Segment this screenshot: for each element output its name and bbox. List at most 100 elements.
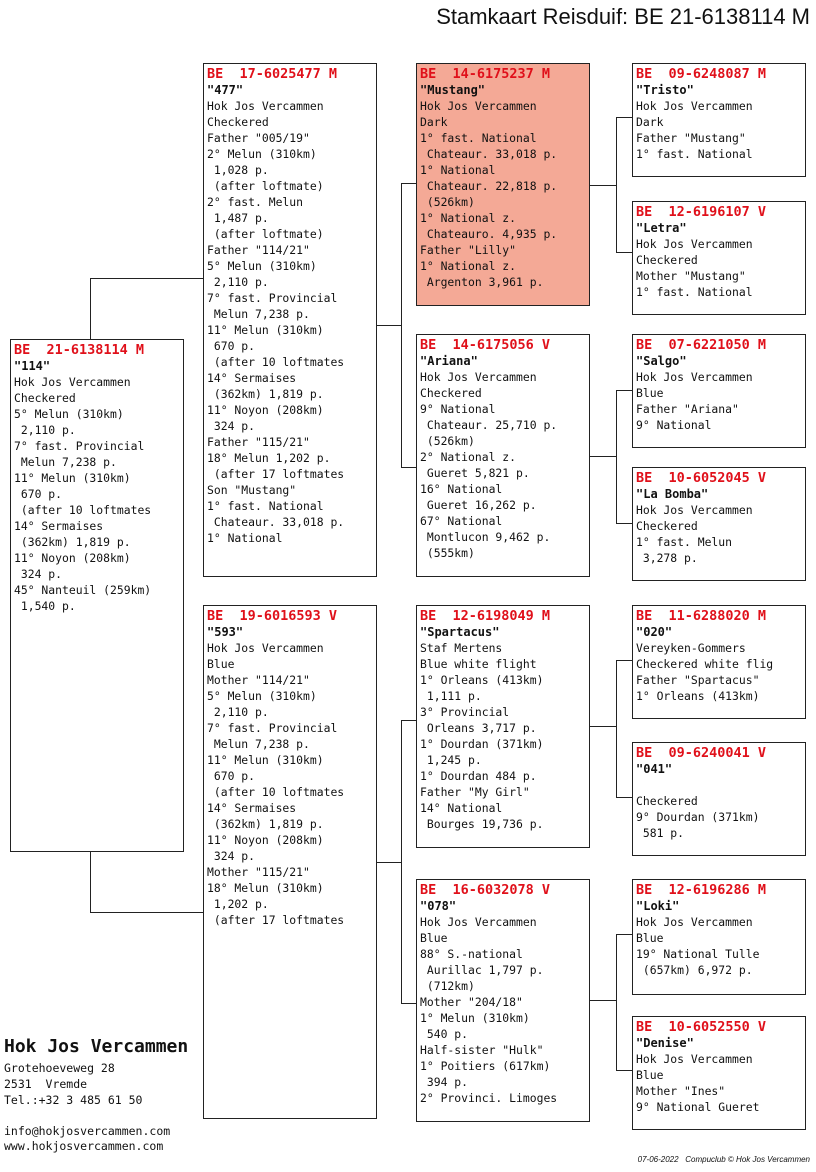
pigeon-name: "Ariana" <box>420 354 478 368</box>
detail-line: 1° Dourdan (371km) <box>420 737 544 751</box>
detail-line: Checkered <box>14 391 76 405</box>
detail-line: Blue <box>636 1068 664 1082</box>
detail-line: Father "My Girl" <box>420 785 530 799</box>
detail-line: Staf Mertens <box>420 641 503 655</box>
detail-line: 1° fast. National <box>420 131 537 145</box>
connector <box>90 851 91 913</box>
detail-line: Hok Jos Vercammen <box>636 370 753 384</box>
pigeon-card-mmm: BE 10-6052550 V"Denise"Hok Jos Vercammen… <box>632 1016 806 1130</box>
connector <box>616 117 632 118</box>
owner-email[interactable]: info@hokjosvercammen.com <box>4 1124 171 1138</box>
detail-line <box>636 777 802 793</box>
detail-line: Blue <box>420 931 448 945</box>
detail-line: 1° fast. National <box>636 285 753 299</box>
detail-line: 670 p. <box>207 769 256 783</box>
connector <box>401 720 402 1004</box>
detail-line: Aurillac 1,797 p. <box>420 963 544 977</box>
ring-number: BE 12-6198049 M <box>420 608 551 624</box>
page-title: Stamkaart Reisduif: BE 21-6138114 M <box>436 4 810 29</box>
detail-line: 1,540 p. <box>14 599 76 613</box>
detail-line: Hok Jos Vercammen <box>636 503 753 517</box>
detail-line: 7° fast. Provincial <box>207 721 338 735</box>
ring-number: BE 09-6248087 M <box>636 66 767 82</box>
pigeon-name: "041" <box>636 762 673 776</box>
detail-line: 16° National <box>420 482 503 496</box>
detail-line: 1° Dourdan 484 p. <box>420 769 537 783</box>
detail-line: Son "Mustang" <box>207 483 297 497</box>
pigeon-name: "Loki" <box>636 899 680 913</box>
detail-line: 14° Sermaises <box>14 519 104 533</box>
detail-line: 11° Noyon (208km) <box>207 833 324 847</box>
pigeon-name: "593" <box>207 625 244 639</box>
owner-address: Grotehoeveweg 28 <box>4 1061 115 1075</box>
detail-line: Father "005/19" <box>207 131 310 145</box>
detail-line: 2,110 p. <box>14 423 76 437</box>
detail-line: 7° fast. Provincial <box>14 439 145 453</box>
detail-line: 324 p. <box>207 419 256 433</box>
detail-line: Father "Spartacus" <box>636 673 760 687</box>
detail-line: Chateaur. 33,018 p. <box>207 515 345 529</box>
ring-number: BE 07-6221050 M <box>636 337 767 353</box>
pigeon-name: "Denise" <box>636 1036 694 1050</box>
detail-line: Chateauro. 4,935 p. <box>420 227 558 241</box>
detail-line: Mother "Mustang" <box>636 269 746 283</box>
detail-line: Blue white flight <box>420 657 537 671</box>
detail-line: (362km) 1,819 p. <box>207 817 324 831</box>
detail-line: Hok Jos Vercammen <box>636 915 753 929</box>
connector <box>589 185 617 186</box>
connector <box>616 934 617 1071</box>
detail-line: 1,028 p. <box>207 163 269 177</box>
detail-line: Hok Jos Vercammen <box>636 99 753 113</box>
detail-line: 9° National Gueret <box>636 1100 760 1114</box>
detail-line: Melun 7,238 p. <box>207 307 310 321</box>
owner-website[interactable]: www.hokjosvercammen.com <box>4 1139 164 1153</box>
detail-line: Hok Jos Vercammen <box>636 1052 753 1066</box>
detail-line: 1° Orleans (413km) <box>420 673 544 687</box>
detail-line: Checkered <box>636 519 698 533</box>
detail-line: (362km) 1,819 p. <box>207 387 324 401</box>
detail-line: 394 p. <box>420 1075 469 1089</box>
detail-line: Melun 7,238 p. <box>207 737 310 751</box>
pigeon-card-fff: BE 09-6248087 M"Tristo"Hok Jos Vercammen… <box>632 63 806 177</box>
detail-line: 5° Melun (310km) <box>207 259 317 273</box>
detail-line: 2° fast. Melun <box>207 195 304 209</box>
connector <box>616 797 632 798</box>
detail-line: (after 10 loftmates <box>207 355 345 369</box>
detail-line: 14° National <box>420 801 503 815</box>
detail-line: 1° Poitiers (617km) <box>420 1059 551 1073</box>
detail-line: 1° fast. National <box>636 147 753 161</box>
detail-line: 324 p. <box>207 849 256 863</box>
detail-line: Vereyken-Gommers <box>636 641 746 655</box>
detail-line: 11° Noyon (208km) <box>14 551 131 565</box>
pigeon-name: "114" <box>14 359 51 373</box>
detail-line: (after 17 loftmates <box>207 913 345 927</box>
detail-line: Checkered <box>636 253 698 267</box>
detail-line: (after 10 loftmates <box>14 503 152 517</box>
connector <box>616 523 632 524</box>
pigeon-name: "Spartacus" <box>420 625 500 639</box>
detail-line: 1,202 p. <box>207 897 269 911</box>
connector <box>401 720 417 721</box>
pigeon-card-father-mother: BE 14-6175056 V"Ariana"Hok Jos Vercammen… <box>416 334 590 577</box>
detail-line: Melun 7,238 p. <box>14 455 117 469</box>
detail-line: 11° Melun (310km) <box>207 753 324 767</box>
connector <box>401 1003 417 1004</box>
owner-name: Hok Jos Vercammen <box>4 1036 189 1057</box>
pigeon-name: "Salgo" <box>636 354 687 368</box>
detail-line: (after loftmate) <box>207 227 324 241</box>
detail-line: 670 p. <box>14 487 63 501</box>
detail-line: Chateaur. 25,710 p. <box>420 418 558 432</box>
detail-line: 1° National <box>420 163 496 177</box>
